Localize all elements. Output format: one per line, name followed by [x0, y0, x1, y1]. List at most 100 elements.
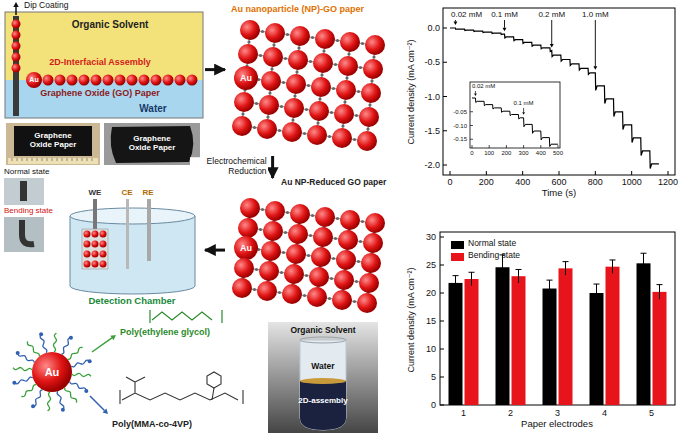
graphene-atom: [353, 138, 356, 141]
gold-nanoparticle: [43, 75, 54, 86]
gold-nanoparticle: [359, 273, 379, 293]
inset-tick: [472, 145, 473, 148]
axis-tick-label: -0.10: [453, 122, 467, 129]
gold-nanoparticle: [259, 261, 279, 281]
ruler-tick: [82, 158, 83, 161]
graphene-atom: [343, 100, 346, 103]
graphene-atom: [334, 237, 337, 240]
working-electrode-paper: [82, 229, 108, 269]
gold-nanoparticle: [361, 253, 381, 273]
dip-coating-panel: Dip CoatingOrganic Solvent2D-Interfacial…: [3, 0, 205, 120]
graphene-atom: [361, 220, 364, 223]
inset-trace: [472, 98, 558, 147]
gold-nanoparticle: [127, 75, 138, 86]
graphene-atom: [359, 66, 362, 69]
axis-tick-label: 5: [649, 408, 654, 418]
vial-rim: [300, 337, 346, 343]
node-text: Au: [240, 243, 252, 253]
inset-arrow: [475, 91, 476, 94]
gold-nanoparticle: [139, 75, 150, 86]
gold-nanoparticle: [187, 75, 198, 86]
gold-nanoparticle: [338, 230, 358, 250]
ruler-tick: [52, 158, 53, 161]
ruler-tick: [87, 158, 88, 161]
graphene-atom: [268, 91, 271, 94]
axis-tick: [440, 349, 444, 350]
graphene-atom: [297, 46, 300, 49]
gold-nanoparticle: [263, 221, 283, 241]
arrow-label: Electrochemical Reduction: [190, 157, 268, 177]
node-text: Au nanoparticle (NP)-GO paper: [231, 4, 393, 14]
graphene-atom: [307, 84, 310, 87]
gold-nanoparticle: [232, 278, 252, 298]
axis-tick-label: -2.0: [424, 160, 440, 170]
axis-tick: [522, 171, 523, 175]
peg-leader: [92, 338, 112, 352]
gold-nanoparticle: [234, 258, 254, 278]
graphene-atom: [282, 81, 285, 84]
graphene-atom: [280, 271, 283, 274]
graphene-atom: [307, 254, 310, 257]
peg-structure: [150, 310, 222, 323]
concentration-label: 0.02 mM: [472, 83, 495, 90]
plot-frame: [440, 232, 675, 405]
gold-nanoparticle: [92, 231, 99, 238]
gold-nanoparticle: [313, 53, 333, 73]
node-text: Detection Chamber: [88, 296, 175, 307]
functionalized-nanoparticle: [12, 310, 243, 414]
gold-nanoparticle: [257, 119, 277, 139]
graphene-atom: [332, 87, 335, 90]
mma-structure: [120, 377, 243, 404]
graphene-atom: [295, 70, 298, 73]
graphene-atom: [303, 294, 306, 297]
legend-swatch: [451, 241, 464, 249]
concentration-label: 0.1 mM: [491, 10, 518, 19]
amperometry-chart: [443, 8, 675, 175]
axis-tick: [440, 377, 444, 378]
inset-tick: [470, 139, 473, 140]
gold-nanoparticle: [92, 241, 99, 248]
inset-arrow-head: [522, 112, 525, 115]
graphene-atom: [353, 300, 356, 303]
gold-nanoparticle: [26, 72, 42, 88]
axis-tick-label: 0.0: [427, 23, 440, 33]
graphene-atom: [336, 217, 339, 220]
axis-tick-label: 4: [602, 408, 607, 418]
ruler-tick: [92, 158, 93, 161]
photo-background: [4, 178, 44, 205]
bar: [449, 283, 463, 405]
axis-tick-label: 800: [588, 177, 603, 187]
gold-nanoparticle: [12, 20, 21, 29]
detection-chamber: [70, 199, 195, 294]
nanoparticle-sheet: [232, 198, 385, 313]
pyridine-end: [31, 404, 35, 408]
gold-nanoparticle: [265, 201, 285, 221]
vial-photo: [268, 322, 378, 433]
graphene-atom: [272, 43, 275, 46]
gold-nanoparticle: [100, 231, 107, 238]
ruler-tick: [42, 158, 43, 161]
ruler: [8, 158, 98, 164]
gold-nanoparticle: [175, 75, 186, 86]
organic-phase: [5, 12, 203, 80]
gold-nanoparticle: [84, 231, 91, 238]
pyridine-ring: [207, 372, 221, 388]
gold-nanoparticle: [311, 247, 331, 267]
graphene-atom: [286, 211, 289, 214]
axis-tick-label: 400: [515, 177, 530, 187]
gold-nanoparticle: [103, 75, 114, 86]
gold-nanoparticle: [336, 250, 356, 270]
graphene-atom: [334, 63, 337, 66]
axis-tick-label: 0: [447, 177, 452, 187]
gold-nanoparticle: [284, 98, 304, 118]
gold-nanoparticle: [307, 125, 327, 145]
axis-tick-label: -0.05: [453, 108, 467, 115]
gold-nanoparticle: [115, 75, 126, 86]
axis-tick: [450, 171, 451, 175]
state-label: Normal state: [4, 167, 49, 176]
gold-nanoparticle: [100, 261, 107, 268]
plot-frame: [443, 8, 675, 175]
node-text: Water: [139, 103, 166, 115]
ligand-chain: [57, 391, 64, 410]
